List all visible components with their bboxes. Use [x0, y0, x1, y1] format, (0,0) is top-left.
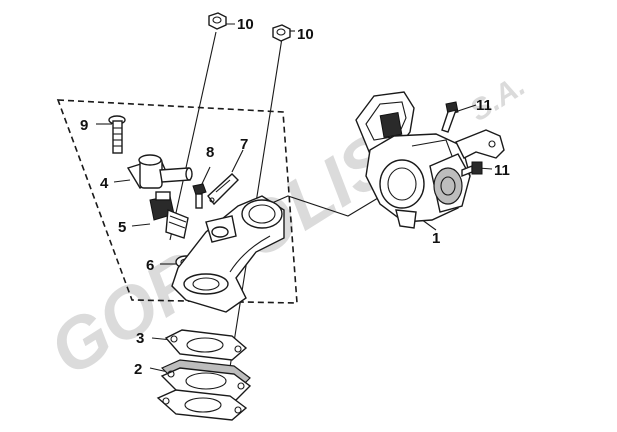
callout-9: 9 [80, 117, 88, 134]
callout-labels: 1 2 3 4 5 6 7 8 9 10 10 11 11 [80, 16, 510, 378]
screw-8 [192, 183, 207, 209]
bolt-9 [108, 115, 126, 154]
gasket-3 [164, 329, 248, 361]
callout-11-lower: 11 [494, 162, 510, 179]
callout-7: 7 [240, 136, 248, 153]
callout-1: 1 [432, 230, 440, 247]
bracket-7 [207, 173, 239, 206]
callout-10-upper: 10 [237, 16, 254, 33]
gasket-bottom [156, 389, 248, 421]
callout-3: 3 [136, 330, 144, 347]
watermark-suffix: S.A. [464, 69, 531, 128]
callout-11-upper: 11 [476, 97, 492, 114]
callout-2: 2 [134, 361, 142, 378]
throttle-body-1 [355, 91, 505, 229]
callout-8: 8 [206, 144, 214, 161]
subassembly-boundary [56, 99, 298, 304]
nut-top-right [272, 24, 291, 42]
callout-10-lower: 10 [297, 26, 314, 43]
bolt-11-bottom [461, 161, 483, 178]
bolt-11-top [441, 101, 459, 133]
callout-5: 5 [118, 219, 126, 236]
nut-top-left [208, 12, 227, 30]
callout-4: 4 [100, 175, 109, 192]
callout-6: 6 [146, 257, 154, 274]
injector-5 [149, 191, 189, 239]
intake-manifold [171, 195, 285, 313]
injector-holder-4 [126, 154, 193, 189]
